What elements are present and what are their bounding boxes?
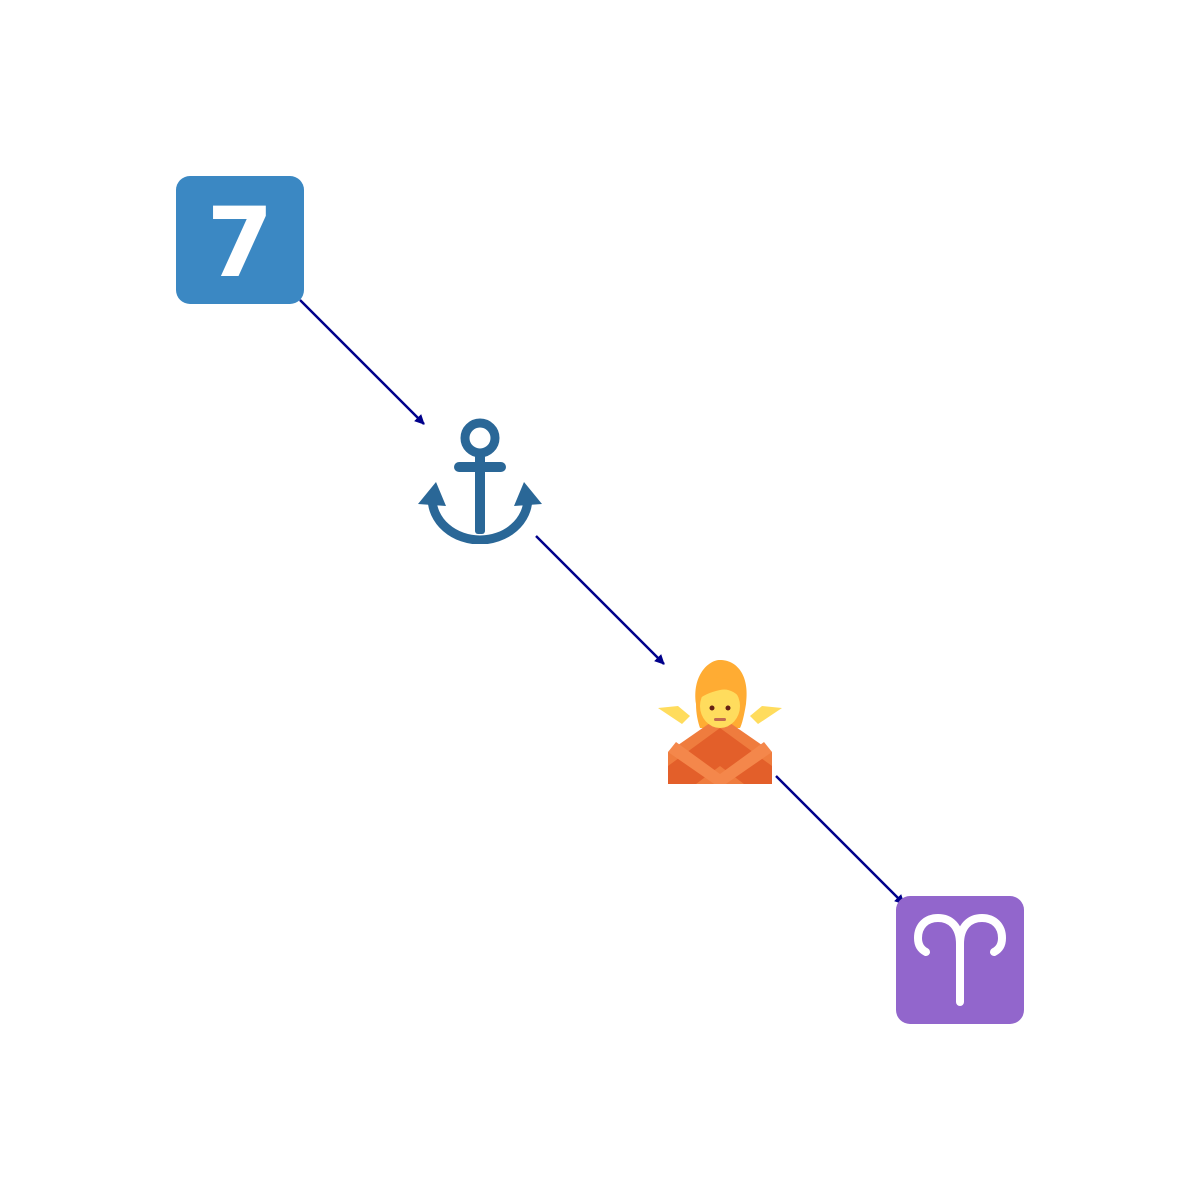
node-aries [896,896,1024,1024]
aries-icon [896,896,1024,1024]
node-keycap-seven: 7 [176,176,304,304]
anchor-icon [418,418,542,544]
edge-keycap-to-anchor [299,299,425,425]
person-gesturing-no-icon [658,660,782,784]
keycap-label: 7 [207,187,274,299]
node-anchor [416,416,544,544]
edge-person-to-aries [775,775,905,905]
keycap-seven-icon: 7 [176,176,304,304]
edge-anchor-to-person [535,535,665,665]
node-person-gesturing-no [656,656,784,784]
edges [299,299,905,905]
